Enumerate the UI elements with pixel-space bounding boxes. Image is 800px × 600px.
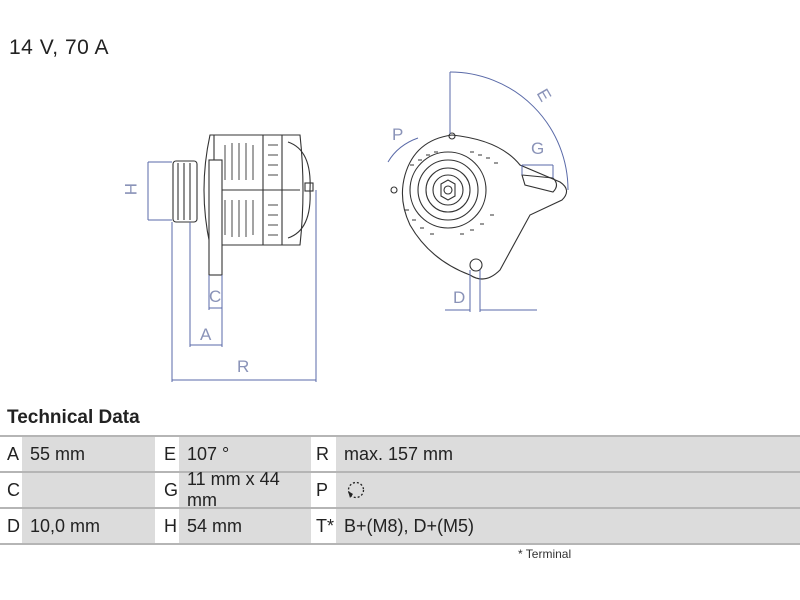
label-g: G xyxy=(531,139,544,158)
spec-value: 10,0 mm xyxy=(22,509,155,543)
spec-value: 55 mm xyxy=(22,437,155,471)
side-view xyxy=(172,134,314,276)
adjustment-slot xyxy=(521,174,558,193)
table-row: C G 11 mm x 44 mm P xyxy=(0,469,800,510)
technical-data-table: A 55 mm E 107 ° R max. 157 mm C G 11 mm … xyxy=(0,435,800,545)
spec-key: H xyxy=(155,509,179,543)
spec-key: R xyxy=(311,437,336,471)
housing-outline xyxy=(401,134,568,280)
label-a: A xyxy=(200,325,212,344)
front-view-dimensions xyxy=(387,71,569,312)
label-p: P xyxy=(392,125,403,144)
front-view xyxy=(390,132,568,280)
spec-value: B+(M8), D+(M5) xyxy=(336,509,800,543)
spec-key: A xyxy=(0,437,22,471)
label-h: H xyxy=(121,183,140,195)
label-c: C xyxy=(209,287,221,306)
spec-value: 107 ° xyxy=(179,437,311,471)
spec-value: max. 157 mm xyxy=(336,437,800,471)
spec-key: P xyxy=(311,473,336,507)
side-view-dimensions xyxy=(147,161,317,382)
spec-key: G xyxy=(155,473,179,507)
spec-key: E xyxy=(155,437,179,471)
spec-value xyxy=(22,473,155,507)
terminal-footnote: * Terminal xyxy=(518,547,572,561)
pulley xyxy=(172,160,198,223)
alternator-technical-drawing: H C A R P E G D xyxy=(121,71,569,382)
label-r: R xyxy=(237,357,249,376)
spec-value xyxy=(336,473,800,507)
spec-value: 54 mm xyxy=(179,509,311,543)
table-row: A 55 mm E 107 ° R max. 157 mm xyxy=(0,437,800,473)
table-row: D 10,0 mm H 54 mm T* B+(M8), D+(M5) xyxy=(0,509,800,545)
rotation-direction-icon xyxy=(347,481,365,499)
label-d: D xyxy=(453,288,465,307)
spec-key: C xyxy=(0,473,22,507)
spec-value: 11 mm x 44 mm xyxy=(179,469,311,510)
spec-key: T* xyxy=(311,509,336,543)
mounting-bracket xyxy=(208,159,223,276)
product-title: 14 V, 70 A xyxy=(9,36,109,59)
technical-data-heading: Technical Data xyxy=(7,407,140,428)
spec-key: D xyxy=(0,509,22,543)
label-e: E xyxy=(533,85,555,104)
alternator-body xyxy=(203,134,304,246)
